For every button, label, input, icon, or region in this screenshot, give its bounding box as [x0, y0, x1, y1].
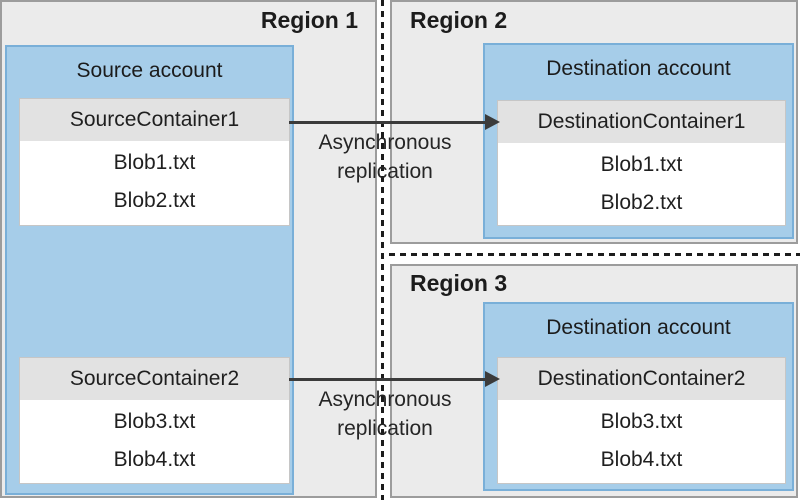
replication-arrow2-head-icon — [485, 371, 500, 387]
blob-item: Blob2.txt — [113, 189, 196, 212]
replication-arrow2-line — [289, 378, 485, 381]
region1-title: Region 1 — [260, 7, 358, 33]
destination-container1-name: DestinationContainer1 — [498, 101, 785, 143]
destination-account-region3-title: Destination account — [546, 316, 731, 339]
source-account-title: Source account — [76, 59, 223, 82]
destination-container1-box: DestinationContainer1 Blob1.txt Blob2.tx… — [497, 100, 786, 226]
blob-item: Blob2.txt — [600, 191, 683, 214]
blob-item: Blob1.txt — [113, 151, 196, 174]
region-boundary-vertical-dashed-line — [381, 0, 384, 500]
replication-arrow1-label: Asynchronous replication — [318, 131, 452, 183]
destination-container2-name: DestinationContainer2 — [498, 358, 785, 400]
region2-title: Region 2 — [410, 7, 508, 33]
source-container2-blobs: Blob3.txt Blob4.txt — [20, 400, 289, 479]
blob-item: Blob1.txt — [600, 153, 683, 176]
blob-item: Blob3.txt — [113, 410, 196, 433]
blob-item: Blob4.txt — [600, 448, 683, 471]
blob-item: Blob3.txt — [600, 410, 683, 433]
destination-container2-blobs: Blob3.txt Blob4.txt — [498, 400, 785, 479]
source-container1-box: SourceContainer1 Blob1.txt Blob2.txt — [19, 98, 290, 226]
destination-container1-blobs: Blob1.txt Blob2.txt — [498, 143, 785, 222]
replication-arrow1-line — [289, 121, 485, 124]
replication-arrow1-head-icon — [485, 114, 500, 130]
destination-account-region2-title: Destination account — [546, 57, 731, 80]
source-container2-name: SourceContainer2 — [20, 358, 289, 400]
source-container1-name: SourceContainer1 — [20, 99, 289, 141]
destination-container2-box: DestinationContainer2 Blob3.txt Blob4.tx… — [497, 357, 786, 484]
replication-arrow2-label: Asynchronous replication — [318, 388, 452, 440]
source-container2-box: SourceContainer2 Blob3.txt Blob4.txt — [19, 357, 290, 484]
region-boundary-horizontal-dashed-line — [389, 253, 800, 256]
region3-title: Region 3 — [410, 270, 508, 296]
blob-item: Blob4.txt — [113, 448, 196, 471]
source-container1-blobs: Blob1.txt Blob2.txt — [20, 141, 289, 220]
